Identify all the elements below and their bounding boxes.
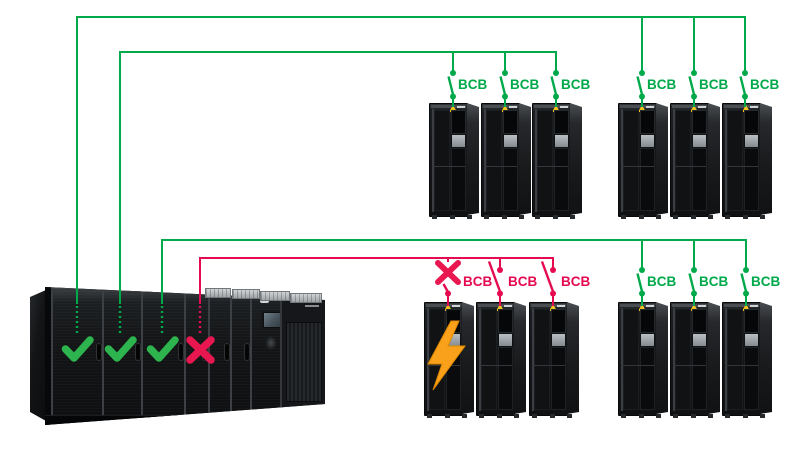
bcb-breaker-closed: BCB [550,70,590,107]
warning-triangle-icon [444,304,452,311]
battery-cabinet [429,103,479,219]
warning-triangle-icon [549,304,557,311]
bcb-label: BCB [458,77,487,92]
bcb-label: BCB [750,77,779,92]
battery-cabinet [481,103,531,219]
door-handle [203,344,207,361]
warning-triangle-icon [496,304,504,311]
bcb-breaker-open: BCB [540,261,590,306]
bcb-label: BCB [561,77,590,92]
ups-module-door-1 [51,291,104,418]
battery-cabinet [532,103,582,219]
bcb-label: BCB [508,274,537,289]
door-handle [136,344,140,361]
battery-cabinet [476,302,526,418]
control-display-screen [263,312,281,328]
vent-grille [286,322,322,402]
bcb-label: BCB [647,274,676,289]
bcb-label: BCB [647,77,676,92]
warning-triangle-icon [690,304,698,311]
ups-front [45,287,325,425]
bcb-breaker-closed: BCB [499,70,539,107]
bcb-breaker-closed: BCB [636,70,676,107]
bcb-breaker-tripped: BCB [435,260,492,306]
model-label [305,305,319,307]
door-handle [245,344,249,361]
busway-tray [290,293,322,303]
busway-tray [260,291,290,301]
bcb-label: BCB [699,274,728,289]
ups-door-5 [208,291,232,418]
battery-cabinet [722,302,772,418]
ups-module-door-4 [184,291,210,418]
door-handle [179,344,183,361]
bcb-breaker-closed: BCB [636,267,676,306]
ups-side-panel [30,290,46,421]
battery-cabinet [618,302,668,418]
ups-control-door [250,291,282,418]
bcb-label: BCB [751,274,780,289]
busway-tray [232,289,260,299]
ups-vent-section [280,291,325,418]
ups-left-edge [45,287,51,425]
bcb-label: BCB [510,77,539,92]
battery-cabinet [670,302,720,418]
ups-door-6 [230,291,252,418]
door-handle [225,344,229,361]
ups-plinth [45,415,325,425]
warning-triangle-icon [742,304,750,311]
warning-triangle-icon [742,105,750,112]
bcb-breaker-closed: BCB [447,70,487,107]
busway-tray [205,288,231,298]
battery-cabinet-faulted [424,302,474,418]
bcb-label: BCB [699,77,728,92]
bcb-label: BCB [463,274,492,289]
warning-triangle-icon [638,304,646,311]
bcb-breaker-closed: BCB [688,267,728,306]
battery-cabinet [618,103,668,219]
bcb-breaker-closed: BCB [688,70,728,107]
bcb-breaker-open: BCB [487,261,537,306]
battery-cabinet [670,103,720,219]
ups-module-door-2 [102,291,143,418]
door-handle [97,344,101,361]
bcb-breaker-closed: BCB [740,267,780,306]
ups-module-door-3 [141,291,186,418]
brand-watermark [263,333,279,353]
bcb-breaker-closed: BCB [739,70,779,107]
bcb-label: BCB [561,274,590,289]
battery-cabinet [722,103,772,219]
battery-cabinet [529,302,579,418]
